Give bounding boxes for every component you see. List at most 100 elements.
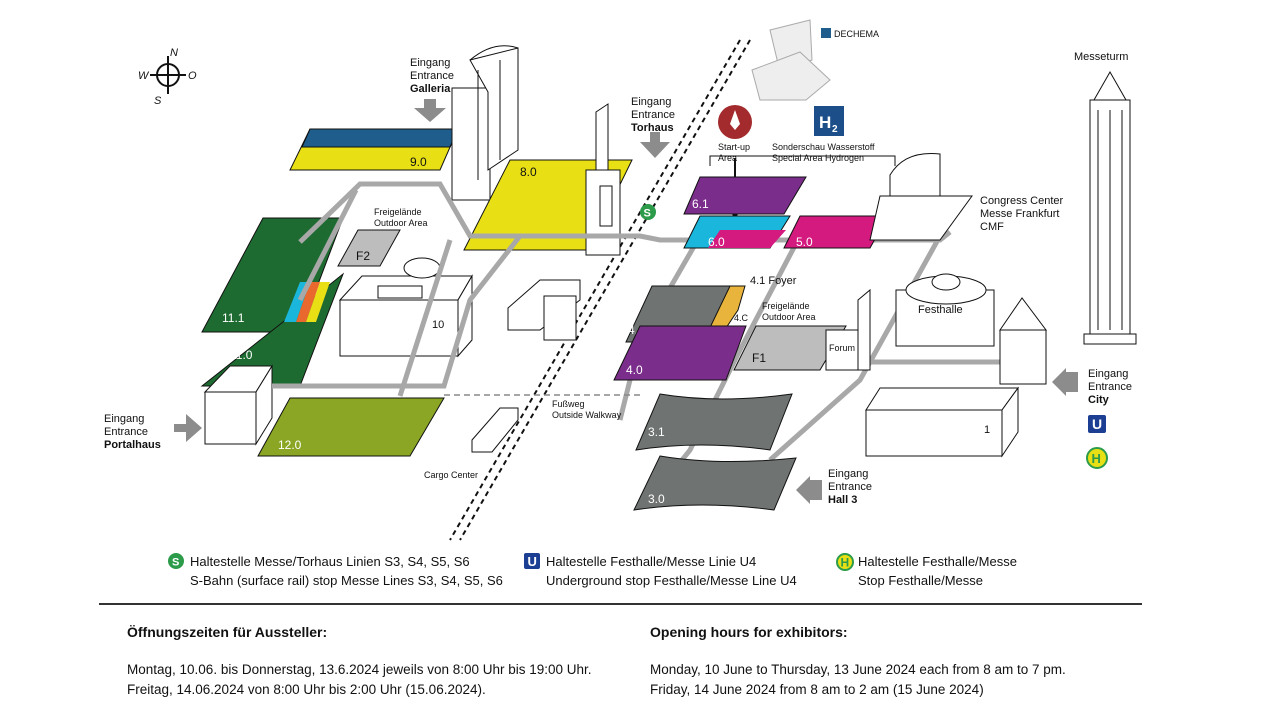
legend-ubahn: U Haltestelle Festhalle/Messe Linie U4 U…: [524, 552, 797, 590]
festhalle-building[interactable]: [895, 273, 1047, 385]
forum-label: Forum: [829, 343, 855, 353]
hours-en-line-1: Monday, 10 June to Thursday, 13 June 202…: [650, 662, 1066, 677]
congress-center-building[interactable]: [869, 152, 973, 241]
svg-text:U: U: [1092, 416, 1102, 432]
railway-track: [449, 39, 751, 541]
f1-label: F1: [752, 351, 766, 365]
entrance-arrows: [174, 99, 1078, 504]
compass-o: O: [188, 70, 197, 82]
hours-de-body: Montag, 10.06. bis Donnerstag, 13.6.2024…: [127, 660, 592, 700]
hall-11-0-label: 11.0: [230, 348, 253, 362]
misc-buildings: [471, 279, 581, 453]
outdoor-area-1-de: Freigelände: [374, 207, 422, 217]
compass-w: W: [138, 70, 150, 82]
hall-4-0[interactable]: [613, 325, 747, 381]
torhaus-building: [585, 103, 621, 256]
svg-text:2: 2: [832, 124, 838, 135]
hall-1-label: 1: [984, 424, 990, 436]
startup-area-icon[interactable]: [718, 105, 752, 139]
outdoor-area-f1[interactable]: [733, 325, 847, 371]
legend-sbahn: S Haltestelle Messe/Torhaus Linien S3, S…: [168, 552, 503, 590]
foyer-label: 4.1 Foyer: [750, 275, 797, 287]
walkway-en: Outside Walkway: [552, 410, 622, 420]
hours-en-title: Opening hours for exhibitors:: [650, 624, 848, 640]
hall-4c-label: 4.C: [734, 313, 749, 323]
entrance-galleria-2: Entrance: [410, 70, 454, 82]
sbahn-icon: S: [168, 553, 184, 569]
outdoor-area-2-de: Freigelände: [762, 301, 810, 311]
portalhaus-building: [203, 364, 273, 446]
legend-sbahn-en: S-Bahn (surface rail) stop Messe Lines S…: [190, 573, 503, 588]
svg-text:U: U: [528, 554, 537, 569]
hall-3-0-label: 3.0: [648, 492, 665, 506]
cmf-label-1: Congress Center: [980, 195, 1063, 207]
hall-6-0-label: 6.0: [708, 235, 725, 249]
compass-s: S: [154, 95, 162, 107]
dechema-building: [751, 19, 831, 101]
hall-4-0-label: 4.0: [626, 363, 643, 377]
dechema-label: DECHEMA: [834, 29, 879, 39]
entrance-galleria-1: Eingang: [410, 57, 450, 69]
messeturm-building: [1083, 70, 1137, 345]
dechema-logo-icon: [821, 28, 831, 38]
cmf-label-3: CMF: [980, 221, 1004, 233]
entrance-hall3-1: Eingang: [828, 468, 868, 480]
f2-label: F2: [356, 249, 370, 263]
entrance-torhaus-2: Entrance: [631, 109, 675, 121]
hydrogen-area-icon[interactable]: H 2: [814, 106, 844, 136]
compass-n: N: [170, 47, 178, 59]
hours-de-line-1: Montag, 10.06. bis Donnerstag, 13.6.2024…: [127, 662, 592, 677]
startup-label-2: Area: [718, 153, 737, 163]
walkway-de: Fußweg: [552, 399, 585, 409]
legend-ubahn-de: Haltestelle Festhalle/Messe Linie U4: [546, 554, 757, 569]
bus-stop-icon[interactable]: H: [1086, 447, 1108, 469]
hours-de-line-2: Freitag, 14.06.2024 von 8:00 Uhr bis 2:0…: [127, 682, 486, 697]
hall-8-label: 8.0: [520, 165, 537, 179]
divider: [99, 603, 1142, 605]
bus-icon-legend: H: [836, 553, 854, 571]
sbahn-stop-icon[interactable]: S: [640, 204, 656, 220]
hall-3-0[interactable]: [633, 455, 797, 511]
hall-3-1-label: 3.1: [648, 425, 665, 439]
svg-text:S: S: [644, 208, 651, 220]
entrance-city-2: Entrance: [1088, 381, 1132, 393]
entrance-portalhaus-3[interactable]: Portalhaus: [104, 439, 161, 451]
legend-sbahn-de: Haltestelle Messe/Torhaus Linien S3, S4,…: [190, 554, 470, 569]
hall-6-1[interactable]: [683, 176, 807, 215]
hall-5-label: 5.0: [796, 235, 813, 249]
hall-1-building[interactable]: [865, 386, 1019, 458]
startup-label-1: Start-up: [718, 142, 750, 152]
hall-3-1[interactable]: [635, 393, 793, 451]
hall-6-1-label: 6.1: [692, 197, 709, 211]
entrance-torhaus-3[interactable]: Torhaus: [631, 122, 674, 134]
svg-text:H: H: [841, 556, 850, 570]
entrance-galleria-3[interactable]: Galleria: [410, 83, 451, 95]
cmf-label-2: Messe Frankfurt: [980, 208, 1059, 220]
hall-10-building[interactable]: [338, 257, 473, 358]
hall-5-0[interactable]: [783, 215, 889, 249]
ubahn-icon-legend: U: [524, 553, 540, 569]
entrance-hall3-3[interactable]: Hall 3: [828, 494, 857, 506]
legend-ubahn-en: Underground stop Festhalle/Messe Line U4: [546, 573, 797, 588]
hall-12-0[interactable]: [257, 397, 445, 457]
outdoor-area-1-en: Outdoor Area: [374, 218, 428, 228]
outdoor-area-f2[interactable]: [337, 229, 401, 267]
festhalle-label: Festhalle: [918, 304, 963, 316]
entrance-portalhaus-2: Entrance: [104, 426, 148, 438]
entrance-city-3[interactable]: City: [1088, 394, 1110, 406]
svg-text:H: H: [819, 113, 831, 132]
hall-11-1-label: 11.1: [222, 311, 245, 325]
hours-de-title: Öffnungszeiten für Aussteller:: [127, 624, 328, 640]
hall-10-label: 10: [432, 319, 444, 331]
hydrogen-label-2: Special Area Hydrogen: [772, 153, 864, 163]
entrance-hall3-2: Entrance: [828, 481, 872, 493]
legend-bus: H Haltestelle Festhalle/Messe Stop Festh…: [836, 552, 1017, 590]
forum-building[interactable]: [825, 288, 871, 371]
entrance-portalhaus-1: Eingang: [104, 413, 144, 425]
galleria-building: [451, 45, 519, 201]
hours-en-body: Monday, 10 June to Thursday, 13 June 202…: [650, 660, 1066, 700]
legend-bus-en: Stop Festhalle/Messe: [858, 573, 984, 588]
messeturm-label: Messeturm: [1074, 51, 1128, 63]
ubahn-icon[interactable]: U: [1088, 415, 1106, 433]
hours-en-line-2: Friday, 14 June 2024 from 8 am to 2 am (…: [650, 682, 984, 697]
